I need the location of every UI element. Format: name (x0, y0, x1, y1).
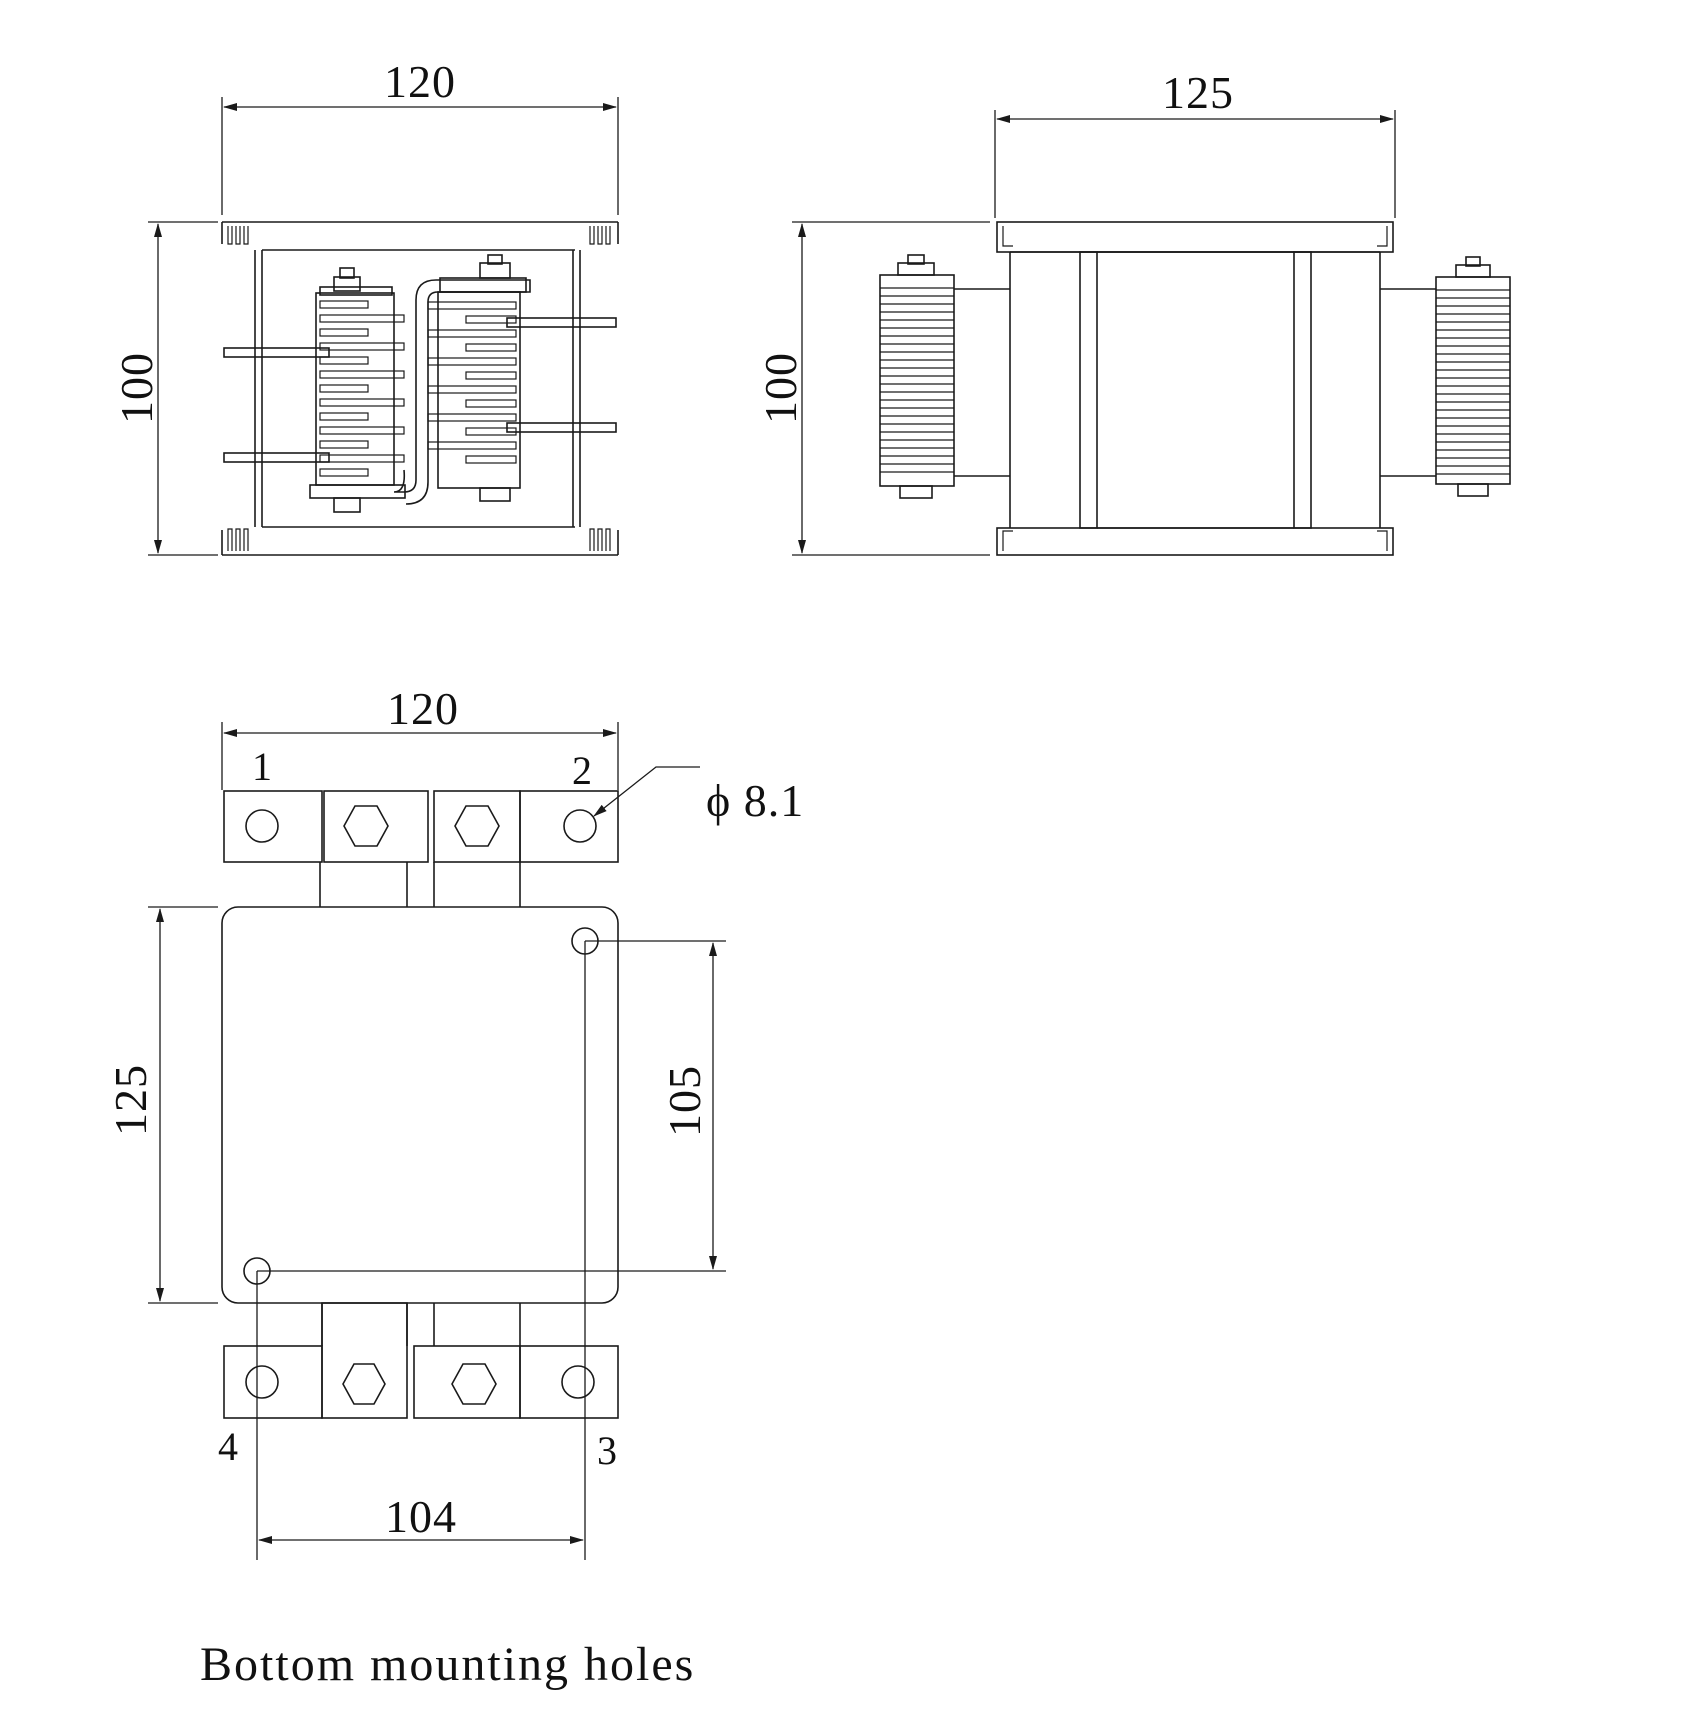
side-width-label: 125 (1162, 67, 1234, 118)
front-left-coil (309, 267, 406, 513)
front-busbars (223, 317, 617, 463)
front-width-dimension: 120 (221, 56, 619, 215)
front-view: 120 100 (111, 56, 619, 556)
front-right-coil (427, 254, 527, 502)
hole-horizontal-spacing-dimension: 104 (256, 941, 586, 1560)
bottom-bottom-terminals: 4 3 (218, 1302, 619, 1473)
bottom-width-label: 120 (387, 683, 459, 734)
front-height-dimension: 100 (111, 221, 218, 556)
terminal-2-label: 2 (572, 748, 592, 793)
bottom-top-terminals: 1 2 (223, 744, 619, 907)
side-body (954, 221, 1436, 556)
side-view: 125 100 (755, 67, 1511, 556)
side-left-coil (879, 254, 955, 499)
hole-horizontal-spacing-label: 104 (385, 1491, 457, 1542)
hole-vertical-spacing-label: 105 (659, 1065, 710, 1137)
bottom-view: 120 1 2 ϕ 8.1 (105, 683, 804, 1691)
terminal-1-label: 1 (252, 744, 272, 789)
terminal-3-label: 3 (597, 1428, 617, 1473)
front-width-label: 120 (384, 56, 456, 107)
hole-diameter-label: ϕ 8.1 (706, 775, 804, 826)
bottom-view-caption: Bottom mounting holes (200, 1638, 695, 1691)
side-right-coil (1435, 256, 1511, 497)
bottom-width-dimension: 120 (221, 683, 619, 790)
bottom-height-dimension: 125 (105, 906, 218, 1304)
front-link-bar (393, 279, 531, 505)
front-height-label: 100 (111, 352, 162, 424)
side-height-label: 100 (755, 352, 806, 424)
terminal-4-label: 4 (218, 1424, 238, 1469)
hole-diameter-callout: ϕ 8.1 (593, 766, 804, 826)
hole-vertical-spacing-dimension: 105 (257, 940, 726, 1272)
side-height-dimension: 100 (755, 221, 990, 556)
front-frame (221, 221, 619, 556)
bottom-plate (221, 906, 619, 1304)
side-width-dimension: 125 (994, 67, 1396, 218)
bottom-height-label: 125 (105, 1064, 156, 1136)
